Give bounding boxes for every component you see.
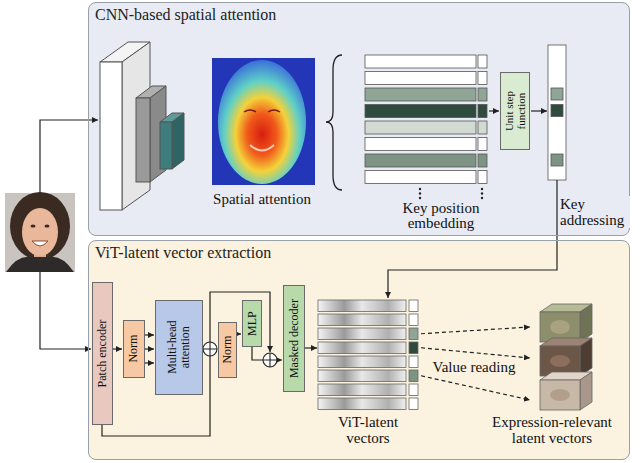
input-arrow bbox=[40, 272, 91, 349]
box-label: Multi-head attention bbox=[166, 312, 192, 384]
sum-symbol bbox=[263, 353, 277, 367]
box-label: Norm bbox=[127, 335, 140, 363]
process-box: Unit step function bbox=[500, 72, 530, 150]
input-arrow bbox=[40, 120, 98, 193]
connector-arrow bbox=[113, 348, 122, 349]
key-addressing-arrow bbox=[388, 180, 557, 298]
arrow bbox=[531, 110, 547, 111]
process-box: Masked decoder bbox=[283, 285, 305, 392]
attention-heatmap bbox=[212, 58, 315, 185]
arrow bbox=[145, 362, 154, 363]
sum-symbol bbox=[203, 342, 217, 356]
process-box: Patch encoder bbox=[92, 282, 113, 425]
connector-arrow bbox=[145, 348, 154, 349]
box-label: Unit step function bbox=[503, 85, 527, 137]
value-reading-arrow bbox=[421, 327, 530, 334]
box-label: MLP bbox=[245, 311, 258, 336]
panel-ground bbox=[88, 240, 630, 460]
box-label: Patch encoder bbox=[96, 320, 109, 388]
connector-arrow bbox=[237, 333, 241, 334]
arrow bbox=[145, 334, 154, 335]
process-box: Norm bbox=[123, 320, 145, 378]
panel: CNN-based spatial attentionUnit step fun… bbox=[88, 2, 630, 236]
box-label: Masked decoder bbox=[287, 299, 300, 378]
face-photo bbox=[5, 192, 75, 272]
arrow bbox=[489, 110, 499, 111]
value-reading-arrow bbox=[421, 348, 530, 358]
ellipsis-dots bbox=[419, 188, 483, 199]
value-reading-arrow bbox=[421, 376, 530, 400]
bracket bbox=[326, 55, 342, 190]
arrow-label: Value reading bbox=[429, 359, 519, 375]
figure-label: Key position embedding bbox=[370, 201, 512, 232]
cnn-blocks bbox=[100, 42, 184, 210]
key-position-embedding bbox=[365, 55, 487, 184]
process-box: Multi-head attention bbox=[155, 300, 203, 395]
figure-label: Expression-relevant latent vectors bbox=[476, 414, 628, 446]
arrow bbox=[305, 347, 317, 348]
box-label: Norm bbox=[221, 336, 234, 364]
figure-label: Spatial attention bbox=[204, 191, 320, 207]
arrow-label: Key addressing bbox=[560, 196, 630, 228]
process-box: MLP bbox=[242, 300, 262, 347]
addressed-key-vector bbox=[548, 45, 566, 180]
panel-title: ViT-latent vector extraction bbox=[95, 244, 271, 262]
vit-latent-vectors bbox=[318, 300, 418, 410]
process-box: Norm bbox=[218, 322, 237, 378]
figure-label: ViT-latent vectors bbox=[318, 414, 418, 446]
panel-ground bbox=[88, 2, 630, 236]
panel-title: CNN-based spatial attention bbox=[95, 6, 276, 24]
latent-cubes bbox=[540, 304, 592, 410]
